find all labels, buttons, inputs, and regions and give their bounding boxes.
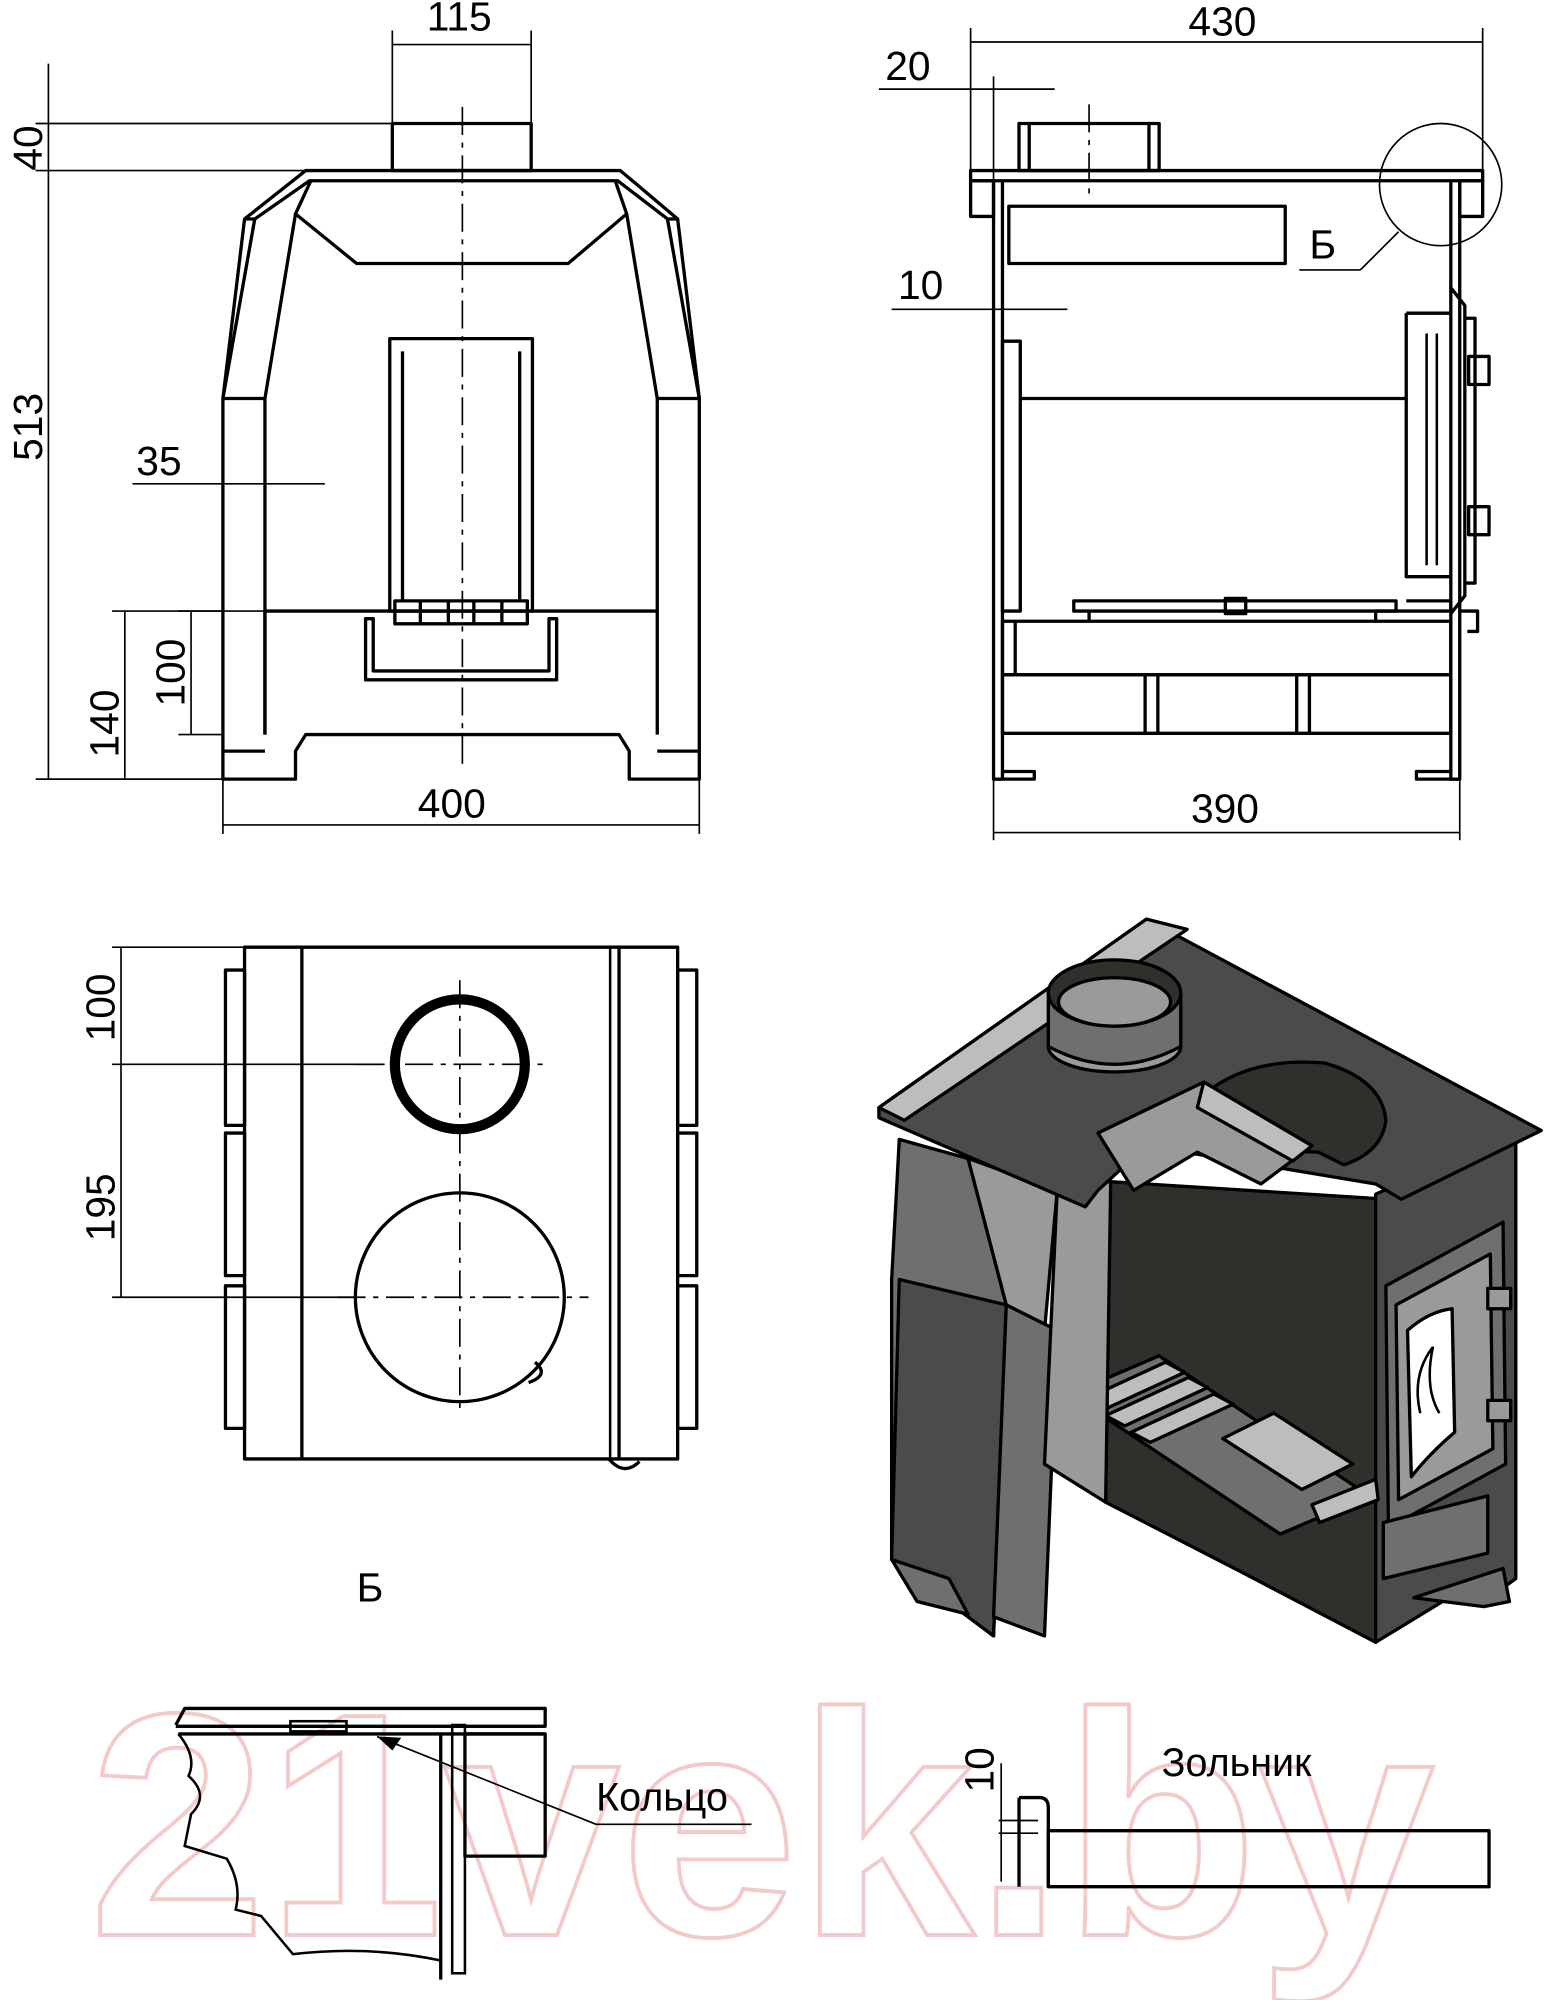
detail-ring-leader (376, 1735, 597, 1826)
front-view: 115 40 513 35 100 140 400 (5, 0, 701, 834)
detail-plate (174, 1706, 547, 1728)
dim-total-height: 513 (5, 393, 51, 461)
front-ash-pan (363, 617, 559, 682)
front-body-outline (221, 218, 701, 781)
top-plate (242, 945, 680, 1461)
dim-ashpan-thickness: 10 (957, 1747, 1003, 1792)
dim-ash-height: 100 (148, 639, 194, 707)
isometric-view (877, 917, 1543, 1644)
watermark: 21vek.by (89, 1648, 1437, 2000)
dim-top-offset: 20 (885, 43, 930, 89)
detail-break-line (177, 1733, 441, 1962)
front-right-column (625, 213, 701, 735)
side-door (1404, 311, 1451, 579)
side-legs (1000, 673, 1453, 735)
front-hood (293, 180, 629, 266)
side-deflector (1007, 204, 1287, 266)
dim-width: 400 (418, 780, 486, 826)
detail-b-callout (1378, 122, 1503, 247)
detail-title: Б (357, 1565, 384, 1611)
dim-pipe-height: 40 (5, 125, 51, 170)
detail-view: Б Кольцо Зольник 10 (174, 1565, 1491, 1980)
iso-ash-drawer (1381, 1494, 1490, 1581)
detail-ring-label: Кольцо (596, 1775, 728, 1819)
side-ash-pan (1000, 619, 1453, 677)
dim-depth-bottom: 390 (1191, 785, 1259, 831)
top-view: 100 195 (78, 945, 699, 1471)
side-view: Б 430 20 10 390 (878, 0, 1503, 841)
front-grate (393, 599, 529, 626)
side-grate (1072, 599, 1398, 613)
detail-ashpan-hook (1017, 1795, 1050, 1887)
dim-depth-top: 430 (1188, 0, 1256, 45)
front-top-plate (242, 168, 680, 221)
side-detail-ref: Б (1309, 221, 1336, 267)
detail-ashpan-label: Зольник (1162, 1741, 1312, 1785)
detail-ashpan-body (1046, 1829, 1491, 1889)
top-tab (223, 968, 247, 1128)
dim-wall-thickness: 35 (136, 438, 181, 484)
front-back-opening (388, 336, 535, 613)
dim-side-offset: 10 (898, 262, 943, 308)
dim-pipe-width: 115 (427, 0, 492, 40)
dim-legs-height: 140 (81, 690, 127, 758)
dim-second-hole: 195 (78, 1173, 124, 1241)
front-left-column (221, 213, 298, 735)
dim-first-hole: 100 (78, 973, 124, 1041)
side-top-plate (968, 168, 1485, 183)
